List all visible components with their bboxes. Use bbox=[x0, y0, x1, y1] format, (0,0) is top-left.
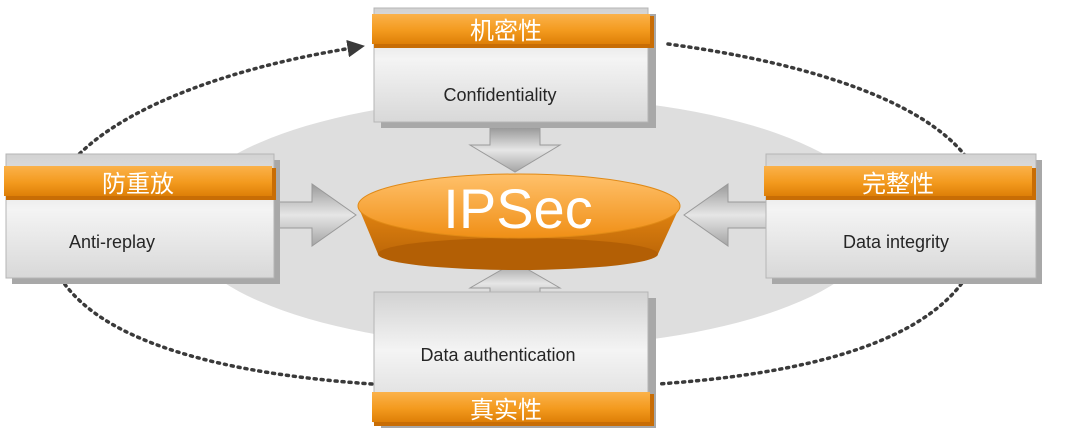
node-data-integrity-cn: 完整性 bbox=[862, 170, 934, 198]
node-confidentiality-en: Confidentiality bbox=[443, 85, 556, 105]
ipsec-hub: IPSec bbox=[357, 173, 681, 270]
ipsec-hub-label: IPSec bbox=[443, 177, 592, 240]
node-anti-replay-en: Anti-replay bbox=[69, 232, 155, 252]
arrow-from-top bbox=[468, 127, 562, 173]
node-confidentiality-cn: 机密性 bbox=[470, 17, 542, 45]
node-confidentiality: 机密性 Confidentiality bbox=[372, 7, 656, 128]
node-data-authentication-en: Data authentication bbox=[420, 345, 575, 365]
node-anti-replay-cn: 防重放 bbox=[102, 170, 174, 198]
node-data-integrity-en: Data integrity bbox=[843, 232, 949, 252]
arrow-from-right bbox=[683, 183, 771, 247]
node-data-authentication: 真实性 Data authentication bbox=[372, 291, 656, 428]
node-anti-replay: 防重放 Anti-replay bbox=[4, 153, 280, 284]
node-data-integrity: 完整性 Data integrity bbox=[764, 153, 1042, 284]
node-data-authentication-cn: 真实性 bbox=[470, 396, 542, 424]
